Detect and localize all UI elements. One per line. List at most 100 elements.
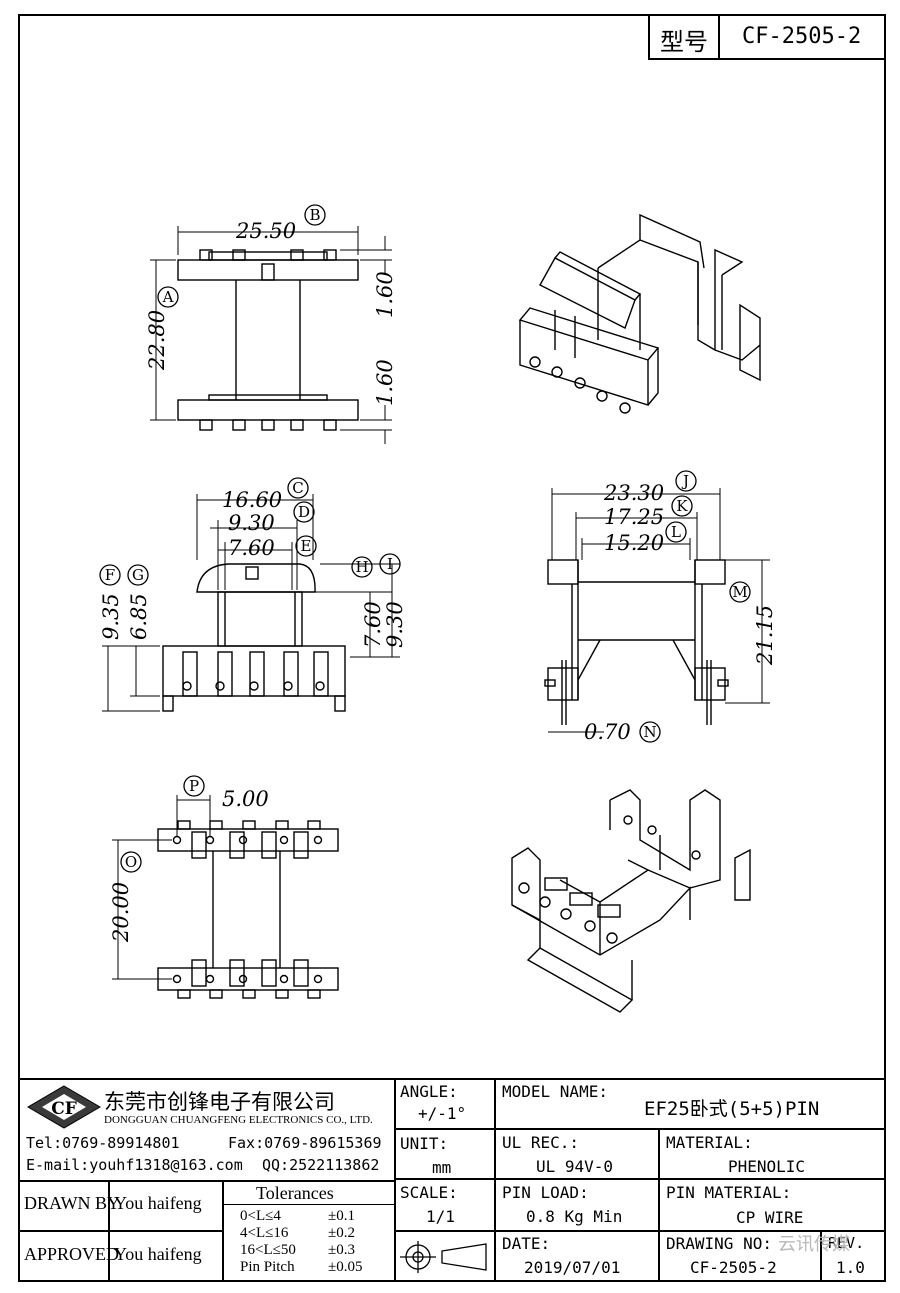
drawing-frame bbox=[18, 14, 886, 1282]
marker-m: M bbox=[729, 581, 751, 603]
material-label: MATERIAL: bbox=[666, 1133, 753, 1152]
front-view-top bbox=[150, 226, 392, 444]
dim-23-30: 23.30 bbox=[603, 481, 664, 505]
date-value: 2019/07/01 bbox=[524, 1258, 621, 1277]
marker-n: N bbox=[639, 721, 661, 743]
marker-e: E bbox=[295, 535, 317, 557]
watermark: 云讯传媒 bbox=[778, 1234, 850, 1255]
material-value: PHENOLIC bbox=[728, 1157, 806, 1176]
dim-9-30-side: 9.30 bbox=[383, 601, 407, 648]
pin-material-label: PIN MATERIAL: bbox=[666, 1183, 792, 1202]
company-name-cn: 东莞市创锋电子有限公司 bbox=[104, 1090, 335, 1114]
scale-label: SCALE: bbox=[400, 1183, 458, 1202]
marker-k: K bbox=[671, 495, 693, 517]
dim-21-15: 21.15 bbox=[753, 605, 777, 666]
marker-o: O bbox=[120, 851, 142, 873]
unit-label: UNIT: bbox=[400, 1134, 449, 1153]
drawn-by-label: DRAWN BY bbox=[24, 1193, 121, 1213]
dim-25-50: 25.50 bbox=[235, 219, 296, 243]
model-label: 型号 bbox=[660, 28, 708, 56]
approved-label: APPROVED bbox=[24, 1244, 120, 1264]
svg-text:C: C bbox=[292, 479, 303, 497]
model-code: CF-2505-2 bbox=[742, 24, 862, 49]
dim-7-60: 7.60 bbox=[228, 536, 275, 560]
company-name-en: DONGGUAN CHUANGFENG ELECTRONICS CO., LTD… bbox=[104, 1114, 373, 1126]
dim-9-30: 9.30 bbox=[228, 511, 275, 535]
rev-value: 1.0 bbox=[836, 1258, 865, 1277]
marker-d: D bbox=[293, 501, 315, 523]
dim-1-60-top: 1.60 bbox=[373, 271, 397, 318]
dim-15-20: 15.20 bbox=[604, 531, 664, 555]
drawing-no-value: CF-2505-2 bbox=[690, 1258, 777, 1277]
marker-a: A bbox=[157, 286, 179, 308]
dim-22-80: 22.80 bbox=[145, 310, 169, 371]
dim-1-60-bottom: 1.60 bbox=[373, 359, 397, 406]
marker-h: H bbox=[351, 556, 373, 578]
drawing-area: 25.50 22.80 1.60 1.60 16.60 9.30 7.60 9.… bbox=[99, 204, 777, 1013]
tolerances-title: Tolerances bbox=[256, 1183, 334, 1203]
ul-value: UL 94V-0 bbox=[536, 1157, 614, 1176]
side-view bbox=[102, 494, 400, 712]
drawing-no-label: DRAWING NO: bbox=[666, 1234, 772, 1253]
iso-view-bottom bbox=[511, 789, 751, 1013]
svg-text:E: E bbox=[301, 537, 312, 555]
dim-9-35: 9.35 bbox=[99, 593, 123, 640]
pin-load-label: PIN LOAD: bbox=[502, 1183, 589, 1202]
svg-text:D: D bbox=[298, 503, 310, 521]
svg-text:CF: CF bbox=[51, 1099, 77, 1119]
svg-text:B: B bbox=[309, 206, 320, 224]
marker-i: I bbox=[379, 553, 401, 575]
svg-text:N: N bbox=[643, 723, 656, 741]
iso-view-top bbox=[518, 213, 761, 414]
svg-text:G: G bbox=[132, 566, 144, 584]
marker-p: P bbox=[183, 775, 205, 797]
bottom-view bbox=[112, 795, 339, 999]
company-email: E-mail:youhf1318@163.com bbox=[26, 1156, 243, 1174]
svg-text:J: J bbox=[681, 472, 689, 490]
svg-text:H: H bbox=[355, 558, 368, 576]
svg-text:I: I bbox=[387, 555, 393, 573]
dim-0-70: 0.70 bbox=[584, 720, 631, 744]
drawn-by-value: You haifeng bbox=[114, 1193, 202, 1213]
dim-17-25: 17.25 bbox=[604, 505, 664, 529]
dim-6-85: 6.85 bbox=[127, 593, 151, 640]
svg-text:M: M bbox=[732, 583, 747, 601]
model-header bbox=[648, 14, 886, 60]
ul-label: UL REC.: bbox=[502, 1133, 580, 1152]
projection-symbol bbox=[400, 1241, 487, 1273]
svg-text:L: L bbox=[671, 523, 681, 541]
approved-value: You haifeng bbox=[114, 1244, 202, 1264]
scale-value: 1/1 bbox=[426, 1207, 455, 1226]
dim-7-60-side: 7.60 bbox=[361, 601, 385, 648]
company-tel: Tel:0769-89914801 bbox=[26, 1134, 180, 1152]
company-fax: Fax:0769-89615369 bbox=[228, 1134, 382, 1152]
date-label: DATE: bbox=[502, 1234, 551, 1253]
marker-g: G bbox=[127, 564, 149, 586]
marker-c: C bbox=[287, 477, 309, 499]
header-divider bbox=[718, 14, 720, 60]
marker-l: L bbox=[665, 521, 687, 543]
unit-value: mm bbox=[432, 1158, 452, 1177]
dim-5-00: 5.00 bbox=[222, 787, 269, 811]
svg-text:A: A bbox=[162, 288, 174, 306]
pin-load-value: 0.8 Kg Min bbox=[526, 1207, 623, 1226]
marker-b: B bbox=[304, 204, 326, 226]
svg-text:P: P bbox=[189, 777, 199, 795]
angle-value: +/-1° bbox=[418, 1104, 467, 1123]
model-name-value: EF25卧式(5+5)PIN bbox=[644, 1098, 820, 1120]
dim-20-00: 20.00 bbox=[109, 882, 133, 943]
angle-label: ANGLE: bbox=[400, 1082, 458, 1101]
dim-16-60: 16.60 bbox=[222, 488, 282, 512]
svg-text:F: F bbox=[105, 566, 115, 584]
pin-material-value: CP WIRE bbox=[736, 1208, 804, 1227]
end-view bbox=[544, 488, 770, 733]
marker-f: F bbox=[99, 564, 121, 586]
svg-text:O: O bbox=[125, 853, 137, 871]
model-name-label: MODEL NAME: bbox=[502, 1082, 608, 1101]
company-logo: CF bbox=[27, 1085, 101, 1129]
svg-text:K: K bbox=[676, 497, 688, 515]
rev-label: REV. bbox=[828, 1234, 865, 1252]
marker-j: J bbox=[675, 470, 697, 492]
company-qq: QQ:2522113862 bbox=[262, 1156, 380, 1174]
title-block bbox=[18, 1078, 886, 1284]
